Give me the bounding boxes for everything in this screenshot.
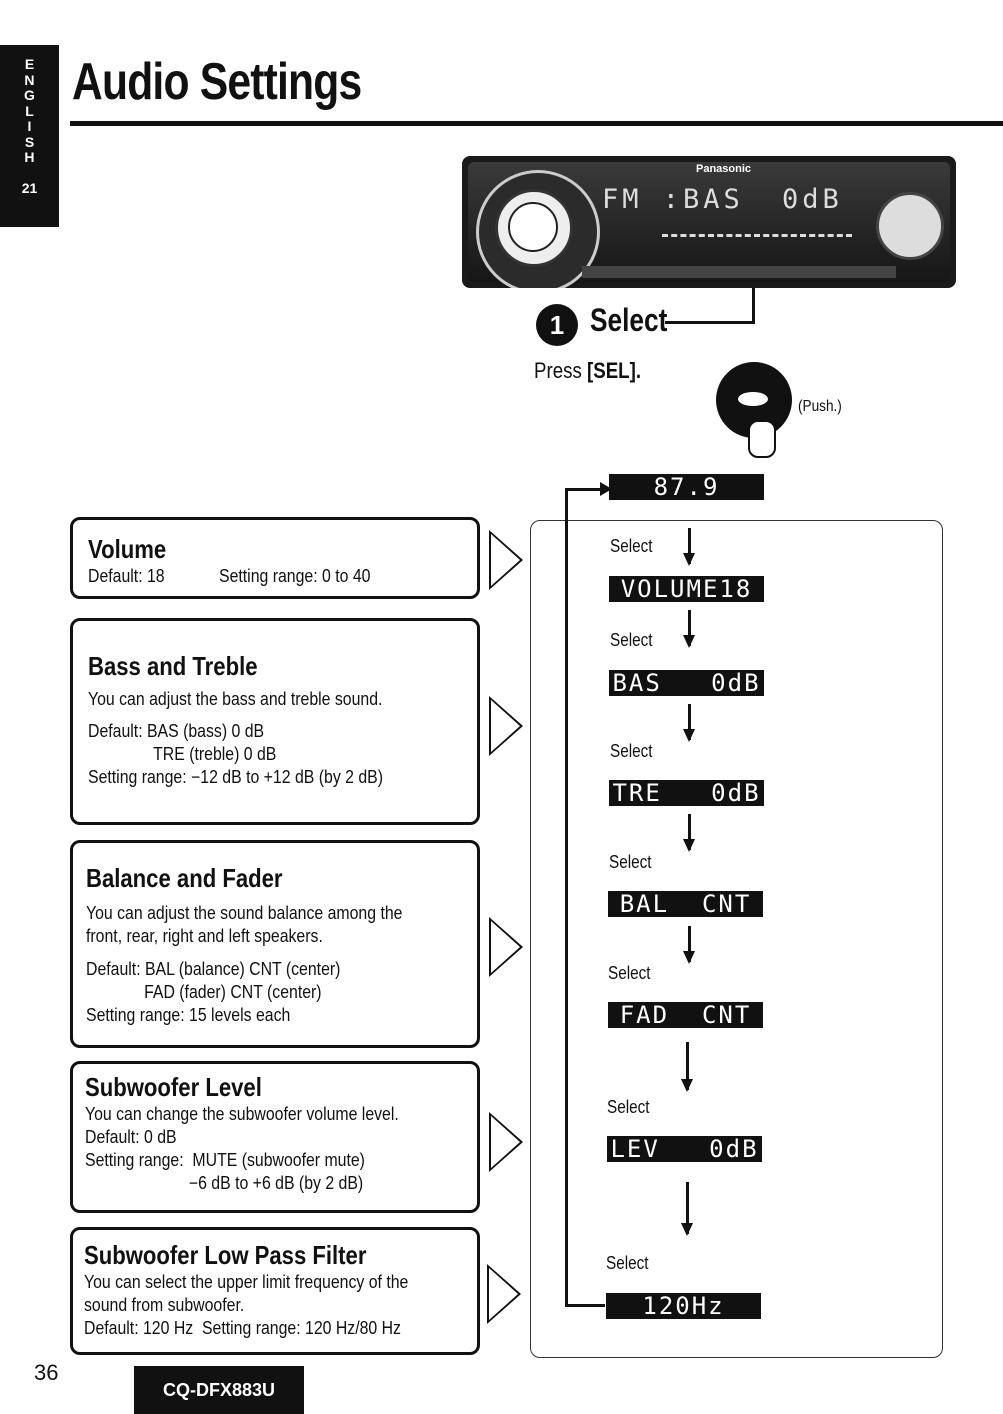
- letter: E: [24, 56, 35, 72]
- down-arrow-icon: [683, 528, 695, 566]
- press-instruction: Press [SEL].: [534, 358, 641, 384]
- subwoofer-level-default: Default: 0 dB: [85, 1127, 177, 1147]
- balance-fader-range: Setting range: 15 levels each: [86, 1005, 291, 1025]
- loop-line: [565, 488, 568, 1307]
- flow-panel: [530, 520, 943, 1358]
- triangle-arrow-icon: [489, 530, 523, 590]
- radio-display-left: FM :BAS: [602, 184, 744, 215]
- subwoofer-level-range-2: −6 dB to +6 dB (by 2 dB): [188, 1173, 364, 1193]
- loop-line-top: [565, 488, 605, 491]
- bass-treble-default-1: Default: BAS (bass) 0 dB: [88, 721, 265, 741]
- volume-default: Default: 18: [88, 566, 165, 586]
- bass-treble-default-2: TRE (treble) 0 dB: [153, 744, 277, 764]
- radio-bottom-strip: [582, 266, 896, 278]
- balance-fader-default-2: FAD (fader) CNT (center): [144, 982, 322, 1002]
- down-arrow-icon: [683, 926, 695, 964]
- select-label: Select: [610, 741, 653, 761]
- radio-display-right: 0dB: [782, 184, 843, 215]
- subwoofer-lpf-default: Default: 120 Hz Setting range: 120 Hz/80…: [84, 1318, 401, 1338]
- press-prefix: Press: [534, 358, 588, 383]
- language-letters: E N G L I S H: [24, 56, 35, 166]
- letter: L: [25, 102, 34, 119]
- balance-fader-title: Balance and Fader: [86, 863, 283, 893]
- subwoofer-level-range-1: Setting range: MUTE (subwoofer mute): [85, 1150, 365, 1170]
- bass-treble-box: Bass and Treble You can adjust the bass …: [70, 618, 480, 825]
- balance-fader-box: Balance and Fader You can adjust the sou…: [70, 840, 480, 1048]
- select-label: Select: [610, 536, 653, 556]
- select-label: Select: [608, 963, 651, 983]
- balance-fader-desc-2: front, rear, right and left speakers.: [86, 926, 323, 946]
- section-number: 21: [21, 179, 38, 196]
- letter: I: [27, 118, 32, 134]
- select-label: Select: [606, 1253, 649, 1273]
- down-arrow-icon: [681, 1042, 693, 1092]
- letter: G: [24, 87, 35, 103]
- subwoofer-lpf-desc-2: sound from subwoofer.: [84, 1295, 245, 1315]
- push-label: (Push.): [798, 398, 842, 415]
- page-title: Audio Settings: [72, 53, 362, 111]
- display-frequency: 87.9: [609, 474, 764, 500]
- triangle-arrow-icon: [489, 917, 523, 977]
- model-tab: CQ-DFX883U: [134, 1366, 304, 1414]
- down-arrow-icon: [683, 610, 695, 648]
- radio-control-cluster: [876, 192, 944, 260]
- select-callout-line: [665, 288, 755, 324]
- subwoofer-lpf-title: Subwoofer Low Pass Filter: [84, 1240, 367, 1270]
- step-number-badge: 1: [536, 304, 578, 346]
- down-arrow-icon: [683, 814, 695, 852]
- volume-title: Volume: [88, 534, 167, 564]
- hand-icon: [748, 420, 776, 458]
- title-rule: [70, 121, 1003, 126]
- select-label: Select: [609, 852, 652, 872]
- subwoofer-level-box: Subwoofer Level You can change the subwo…: [70, 1061, 480, 1213]
- display-bass: BAS 0dB: [609, 670, 764, 696]
- display-volume: VOLUME18: [609, 576, 764, 602]
- display-balance: BAL CNT: [608, 891, 763, 917]
- bass-treble-title: Bass and Treble: [88, 651, 258, 681]
- language-tab: E N G L I S H 21: [0, 45, 59, 227]
- down-arrow-icon: [683, 704, 695, 742]
- display-lpf: 120Hz: [606, 1293, 761, 1319]
- triangle-arrow-icon: [487, 1264, 521, 1324]
- volume-box: Volume Default: 18 Setting range: 0 to 4…: [70, 517, 480, 599]
- balance-fader-desc-1: You can adjust the sound balance among t…: [86, 903, 403, 923]
- sel-button: [508, 202, 558, 252]
- radio-unit-illustration: Panasonic FM :BAS 0dB: [462, 156, 956, 288]
- step-label: Select: [590, 302, 668, 338]
- volume-range: Setting range: 0 to 40: [219, 566, 371, 586]
- balance-fader-default-1: Default: BAL (balance) CNT (center): [86, 959, 341, 979]
- subwoofer-lpf-box: Subwoofer Low Pass Filter You can select…: [70, 1227, 480, 1355]
- letter: H: [24, 149, 35, 165]
- subwoofer-level-title: Subwoofer Level: [85, 1072, 262, 1102]
- display-fader: FAD CNT: [608, 1002, 763, 1028]
- letter: N: [24, 71, 35, 88]
- triangle-arrow-icon: [489, 696, 523, 756]
- down-arrow-icon: [681, 1182, 693, 1236]
- page-number: 36: [34, 1360, 59, 1385]
- letter: S: [24, 133, 35, 150]
- triangle-arrow-icon: [489, 1112, 523, 1172]
- display-subwoofer-level: LEV 0dB: [607, 1136, 762, 1162]
- bass-treble-desc: You can adjust the bass and treble sound…: [88, 689, 383, 709]
- radio-brand: Panasonic: [696, 163, 752, 175]
- display-treble: TRE 0dB: [609, 780, 764, 806]
- radio-level-bars: [662, 234, 852, 240]
- subwoofer-level-desc: You can change the subwoofer volume leve…: [85, 1104, 399, 1124]
- bass-treble-range: Setting range: −12 dB to +12 dB (by 2 dB…: [88, 767, 384, 787]
- press-key: [SEL].: [587, 358, 642, 383]
- loop-line-bottom: [565, 1304, 605, 1307]
- select-label: Select: [607, 1097, 650, 1117]
- select-label: Select: [610, 630, 653, 650]
- subwoofer-lpf-desc-1: You can select the upper limit frequency…: [84, 1272, 409, 1292]
